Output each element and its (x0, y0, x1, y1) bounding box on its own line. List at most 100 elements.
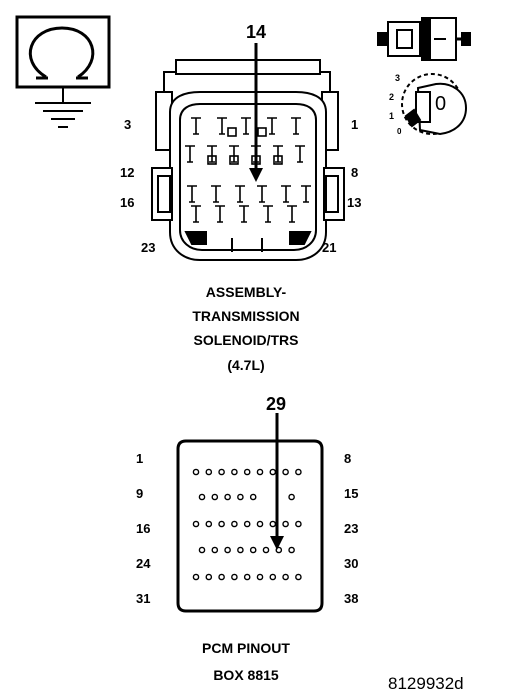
ignition-key-icon (401, 73, 468, 136)
connector-terminal (263, 205, 273, 223)
pin-label-8: 8 (351, 165, 359, 180)
pcm-pin-hole (218, 468, 225, 476)
pcm-pinout-box (176, 439, 324, 613)
pcm-pin-hole (243, 573, 251, 581)
pcm-pin-hole (198, 546, 206, 554)
connector-terminal (217, 117, 227, 135)
connector-terminal (215, 205, 225, 223)
connector-terminal (191, 205, 201, 223)
pcm-pin-hole (243, 468, 251, 476)
pin-label-3: 3 (124, 117, 132, 132)
pcm-pin-hole (256, 468, 264, 476)
connector-terminal (301, 185, 311, 203)
pin-label-23: 23 (141, 240, 156, 255)
pcm-right-label-30: 30 (344, 556, 359, 571)
pcm-pin-hole (269, 520, 277, 528)
key-position-0: 0 (397, 127, 402, 136)
pcm-left-label-24: 24 (136, 556, 151, 571)
pcm-pin-hole (205, 468, 213, 476)
pcm-pin-hole (237, 546, 244, 554)
connector-terminal (227, 127, 237, 137)
connector-terminal (273, 155, 283, 165)
key-letter: 0 (435, 93, 447, 115)
pcm-pin-hole (295, 468, 302, 476)
pcm-pin-hole (262, 546, 270, 554)
connector-terminal (229, 155, 239, 165)
connector-terminal (257, 127, 267, 137)
connector-terminal (229, 145, 239, 163)
pcm-pin-hole (275, 546, 283, 554)
connector-terminal (295, 145, 305, 163)
pcm-pin-hole (282, 520, 289, 528)
solenoid-connector (151, 59, 345, 261)
pcm-pin-hole (205, 520, 213, 528)
pcm-left-label-9: 9 (136, 486, 144, 501)
pcm-pin-hole (211, 546, 219, 554)
ohmmeter-icon (15, 15, 111, 89)
connector-terminal (211, 185, 221, 203)
connector-terminal (191, 117, 201, 135)
pcm-right-label-23: 23 (344, 521, 359, 536)
connector-terminal (239, 205, 249, 223)
pcm-pin-hole (288, 546, 295, 554)
pcm-left-label-1: 1 (136, 451, 144, 466)
pcm-pin-hole (282, 468, 289, 476)
pcm-pin-hole (192, 573, 200, 581)
pcm-right-label-15: 15 (344, 486, 359, 501)
pcm-right-label-8: 8 (344, 451, 352, 466)
key-position-3: 3 (395, 73, 401, 83)
connector-terminal (185, 145, 195, 163)
arrow-down-icon (249, 43, 263, 182)
connector-terminal (281, 185, 291, 203)
connector-caption-line-4: (4.7L) (227, 357, 265, 373)
pcm-pin-hole (256, 520, 264, 528)
connector-callout: 14 (246, 22, 267, 42)
pin-label-13: 13 (347, 195, 362, 210)
pcm-pin-hole (224, 546, 231, 554)
connector-caption-line-1: ASSEMBLY- (205, 284, 287, 300)
pcm-pin-hole (269, 468, 277, 476)
key-position-2: 2 (389, 92, 395, 102)
pcm-pin-hole (269, 573, 277, 581)
pcm-pin-hole (295, 520, 302, 528)
pcm-pin-hole (256, 573, 264, 581)
pcm-pin-hole (249, 493, 257, 501)
pcm-right-label-38: 38 (344, 591, 359, 606)
connector-caption-line-3: SOLENOID/TRS (193, 332, 299, 348)
pcm-pin-hole (211, 493, 219, 501)
pcm-pin-hole (198, 493, 206, 501)
connector-terminal (287, 205, 297, 223)
connector-terminal (207, 155, 217, 165)
connector-terminal (207, 145, 217, 163)
pcm-left-label-16: 16 (136, 521, 151, 536)
pin-label-1: 1 (351, 117, 359, 132)
connector-caption-line-2: TRANSMISSION (192, 308, 300, 324)
pcm-pin-hole (205, 573, 213, 581)
pcm-pin-hole (192, 520, 200, 528)
ground-icon (35, 87, 91, 128)
pcm-pin-hole (231, 468, 238, 476)
key-position-1: 1 (389, 111, 395, 121)
connector-terminal (273, 145, 283, 163)
pcm-pin-hole (218, 573, 225, 581)
pcm-pin-hole (192, 468, 200, 476)
arrow-down-icon (270, 413, 284, 550)
pcm-pin-hole (295, 573, 302, 581)
pin-label-16: 16 (120, 195, 135, 210)
figure-id: 8129932d (388, 674, 464, 693)
pcm-pin-hole (218, 520, 225, 528)
pcm-pin-hole (243, 520, 251, 528)
connector-terminal (257, 185, 267, 203)
pcm-pin-hole (237, 493, 244, 501)
connector-terminal (241, 117, 251, 135)
connector-plug-icon (377, 17, 471, 61)
pcm-pin-hole (224, 493, 231, 501)
pcm-left-label-31: 31 (136, 591, 151, 606)
pin-label-12: 12 (120, 165, 135, 180)
connector-terminal (291, 117, 301, 135)
connector-terminal (187, 185, 197, 203)
pcm-callout: 29 (266, 394, 287, 414)
pcm-caption-line-1: PCM PINOUT (202, 640, 290, 656)
pcm-pin-hole (231, 520, 238, 528)
pcm-pin-hole (288, 493, 295, 501)
